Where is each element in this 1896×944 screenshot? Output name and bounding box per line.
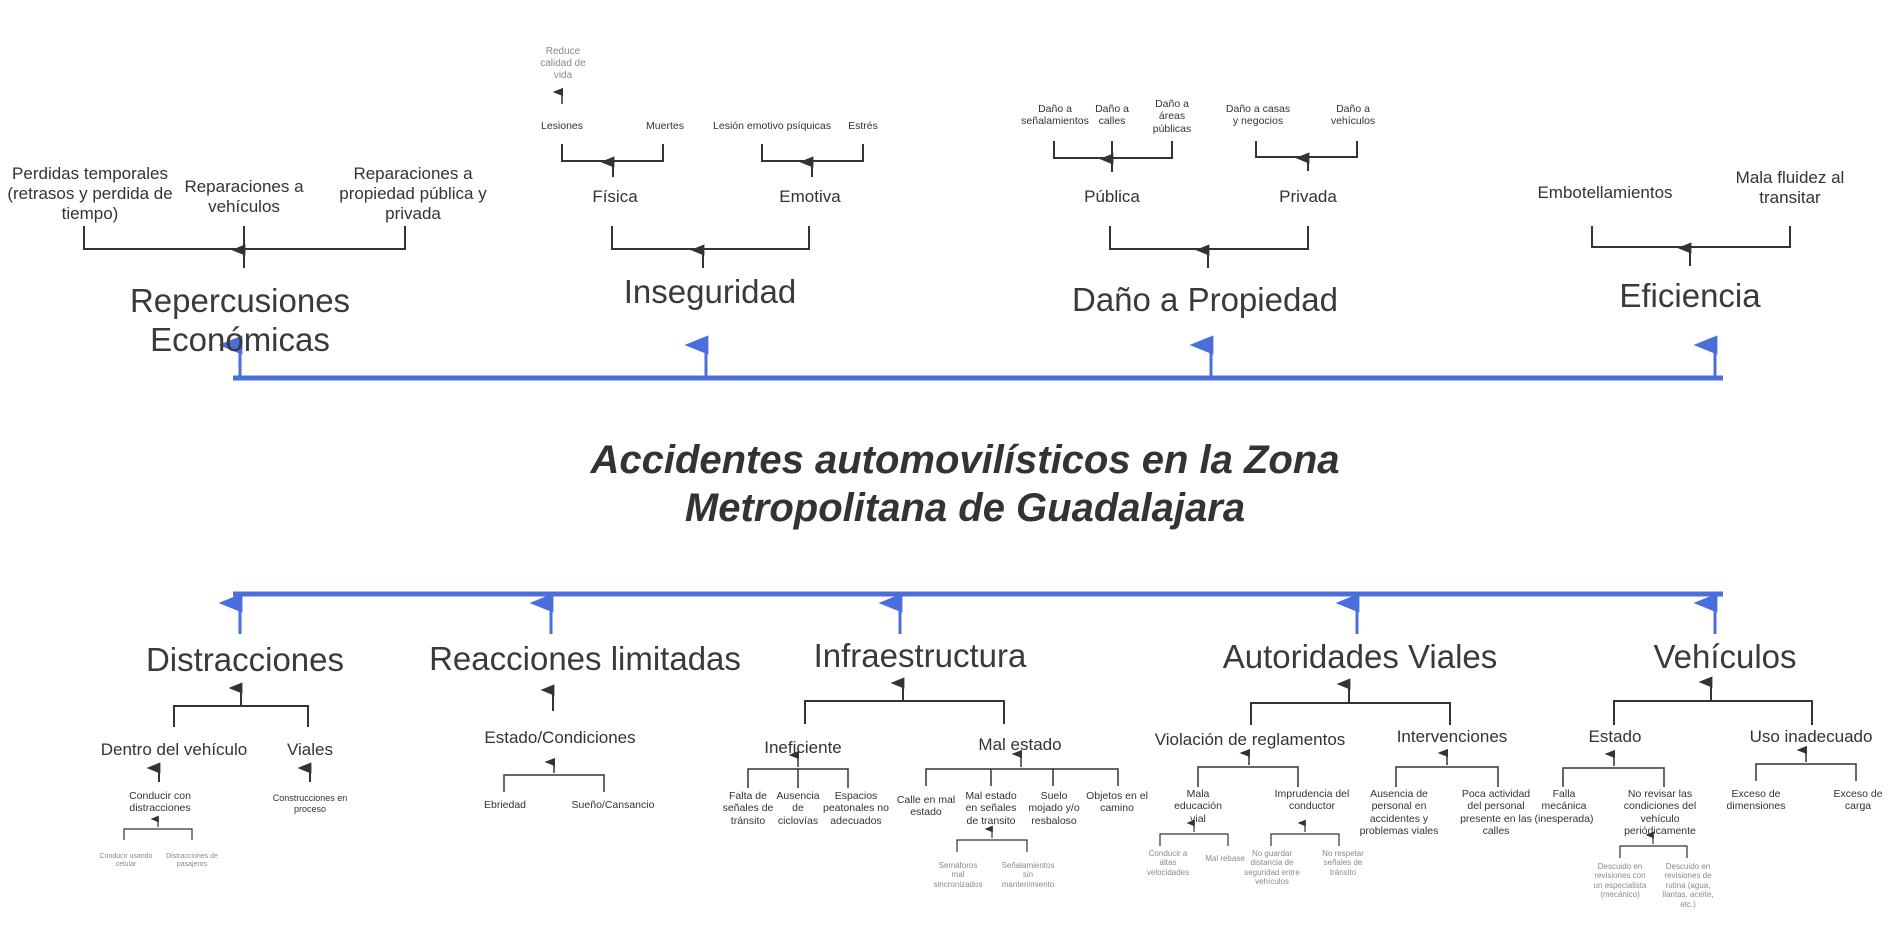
- eficiencia-item: Mala fluidez al transitar: [1735, 168, 1845, 208]
- estado-item: Sueño/Cansancio: [571, 799, 655, 811]
- fisica-item: Muertes: [646, 120, 684, 132]
- vehiculos-uso: Uso inadecuado: [1749, 727, 1873, 746]
- autoridades-intervenciones: Intervenciones: [1396, 727, 1508, 746]
- effect-eficiencia: Eficiencia: [1619, 277, 1761, 314]
- propiedad-privada: Privada: [1279, 187, 1337, 206]
- estado-item: Falla mecánica (inesperada): [1534, 788, 1594, 825]
- economicas-item: Perdidas temporales (retrasos y perdida …: [7, 164, 173, 224]
- ineficiente-item: Falta de señales de tránsito: [722, 790, 774, 827]
- senales-subitem: Señalamientos sin mantenimiento: [1001, 861, 1055, 889]
- cause-distracciones: Distracciones: [145, 641, 345, 678]
- autoridades-violacion: Violación de reglamentos: [1154, 730, 1346, 749]
- propiedad-publica: Pública: [1084, 187, 1140, 206]
- cause-vehiculos: Vehículos: [1653, 638, 1797, 675]
- mala-subitem: Mal rebase: [1205, 854, 1245, 863]
- economicas-item: Reparaciones a propiedad pública y priva…: [339, 164, 487, 224]
- estado-item: No revisar las condiciones del vehículo …: [1623, 788, 1697, 838]
- ineficiente-item: Ausencia de ciclovías: [776, 790, 820, 827]
- infraestructura-mal-estado: Mal estado: [978, 735, 1062, 754]
- intervenciones-item: Poca actividad del personal presente en …: [1460, 788, 1532, 838]
- mal-estado-item: Calle en mal estado: [896, 794, 956, 819]
- effect-inseguridad: Inseguridad: [623, 273, 797, 310]
- senales-subitem: Semáforos mal sincronizados: [933, 861, 983, 889]
- revisar-subitem: Descuido en revisiones con un especialis…: [1593, 862, 1647, 900]
- cause-reacciones: Reacciones limitadas: [429, 640, 741, 677]
- mal-estado-item: Suelo mojado y/o resbaloso: [1028, 790, 1080, 827]
- effects-arrows: [218, 335, 1718, 376]
- causes-arrows: [218, 593, 1718, 634]
- emotiva-item: Estrés: [848, 120, 878, 132]
- viales-item: Construcciones en proceso: [272, 793, 348, 814]
- publica-item: Daño a áreas públicas: [1152, 98, 1192, 135]
- mal-estado-item: Objetos en el camino: [1086, 790, 1148, 815]
- intervenciones-item: Ausencia de personal en accidentes y pro…: [1359, 788, 1439, 838]
- economicas-item: Reparaciones a vehículos: [184, 177, 304, 217]
- privada-item: Daño a casas y negocios: [1225, 103, 1291, 128]
- fisica-item: Lesiones: [540, 120, 584, 132]
- central-title: Accidentes automovilísticos en la Zona M…: [590, 438, 1340, 530]
- publica-item: Daño a calles: [1095, 103, 1129, 128]
- privada-item: Daño a vehículos: [1330, 103, 1376, 128]
- uso-item: Exceso de dimensiones: [1726, 788, 1786, 813]
- cause-infraestructura: Infraestructura: [813, 637, 1027, 674]
- imprudencia-subitem: No guardar distancia de seguridad entre …: [1244, 849, 1300, 887]
- distracciones-viales: Viales: [287, 740, 333, 759]
- lesiones-item: Reduce calidad de vida: [540, 46, 586, 81]
- reacciones-estado: Estado/Condiciones: [484, 728, 636, 747]
- vehiculos-estado: Estado: [1588, 727, 1642, 746]
- dentro-item: Conducir con distracciones: [129, 790, 191, 815]
- mala-subitem: Conducir a altas velocidades: [1146, 849, 1190, 877]
- dentro-subitem: Conducir usando celular: [99, 853, 153, 869]
- ineficiente-item: Espacios peatonales no adecuados: [823, 790, 889, 827]
- eficiencia-item: Embotellamientos: [1537, 183, 1673, 202]
- violacion-imprudencia: Imprudencia del conductor: [1274, 788, 1350, 813]
- effect-economicas: Repercusiones Económicas: [129, 282, 351, 358]
- emotiva-item: Lesión emotivo psíquicas: [713, 120, 831, 132]
- imprudencia-subitem: No respetar señales de tránsito: [1322, 849, 1364, 877]
- uso-item: Exceso de carga: [1833, 788, 1883, 813]
- infraestructura-ineficiente: Ineficiente: [764, 738, 842, 757]
- violacion-mala: Mala educación vial: [1174, 788, 1222, 825]
- publica-item: Daño a señalamientos: [1021, 103, 1089, 128]
- estado-item: Ebriedad: [483, 799, 527, 811]
- effect-propiedad: Daño a Propiedad: [1071, 281, 1339, 318]
- inseguridad-fisica: Física: [592, 187, 638, 206]
- inseguridad-emotiva: Emotiva: [779, 187, 841, 206]
- revisar-subitem: Descuido en revisiones de rutina (agua, …: [1662, 862, 1714, 909]
- dentro-subitem: Distracciones de pasajeros: [166, 853, 218, 869]
- mal-estado-item: Mal estado en señales de transito: [965, 790, 1017, 827]
- cause-autoridades: Autoridades Viales: [1222, 638, 1498, 675]
- distracciones-dentro: Dentro del vehículo: [100, 740, 248, 759]
